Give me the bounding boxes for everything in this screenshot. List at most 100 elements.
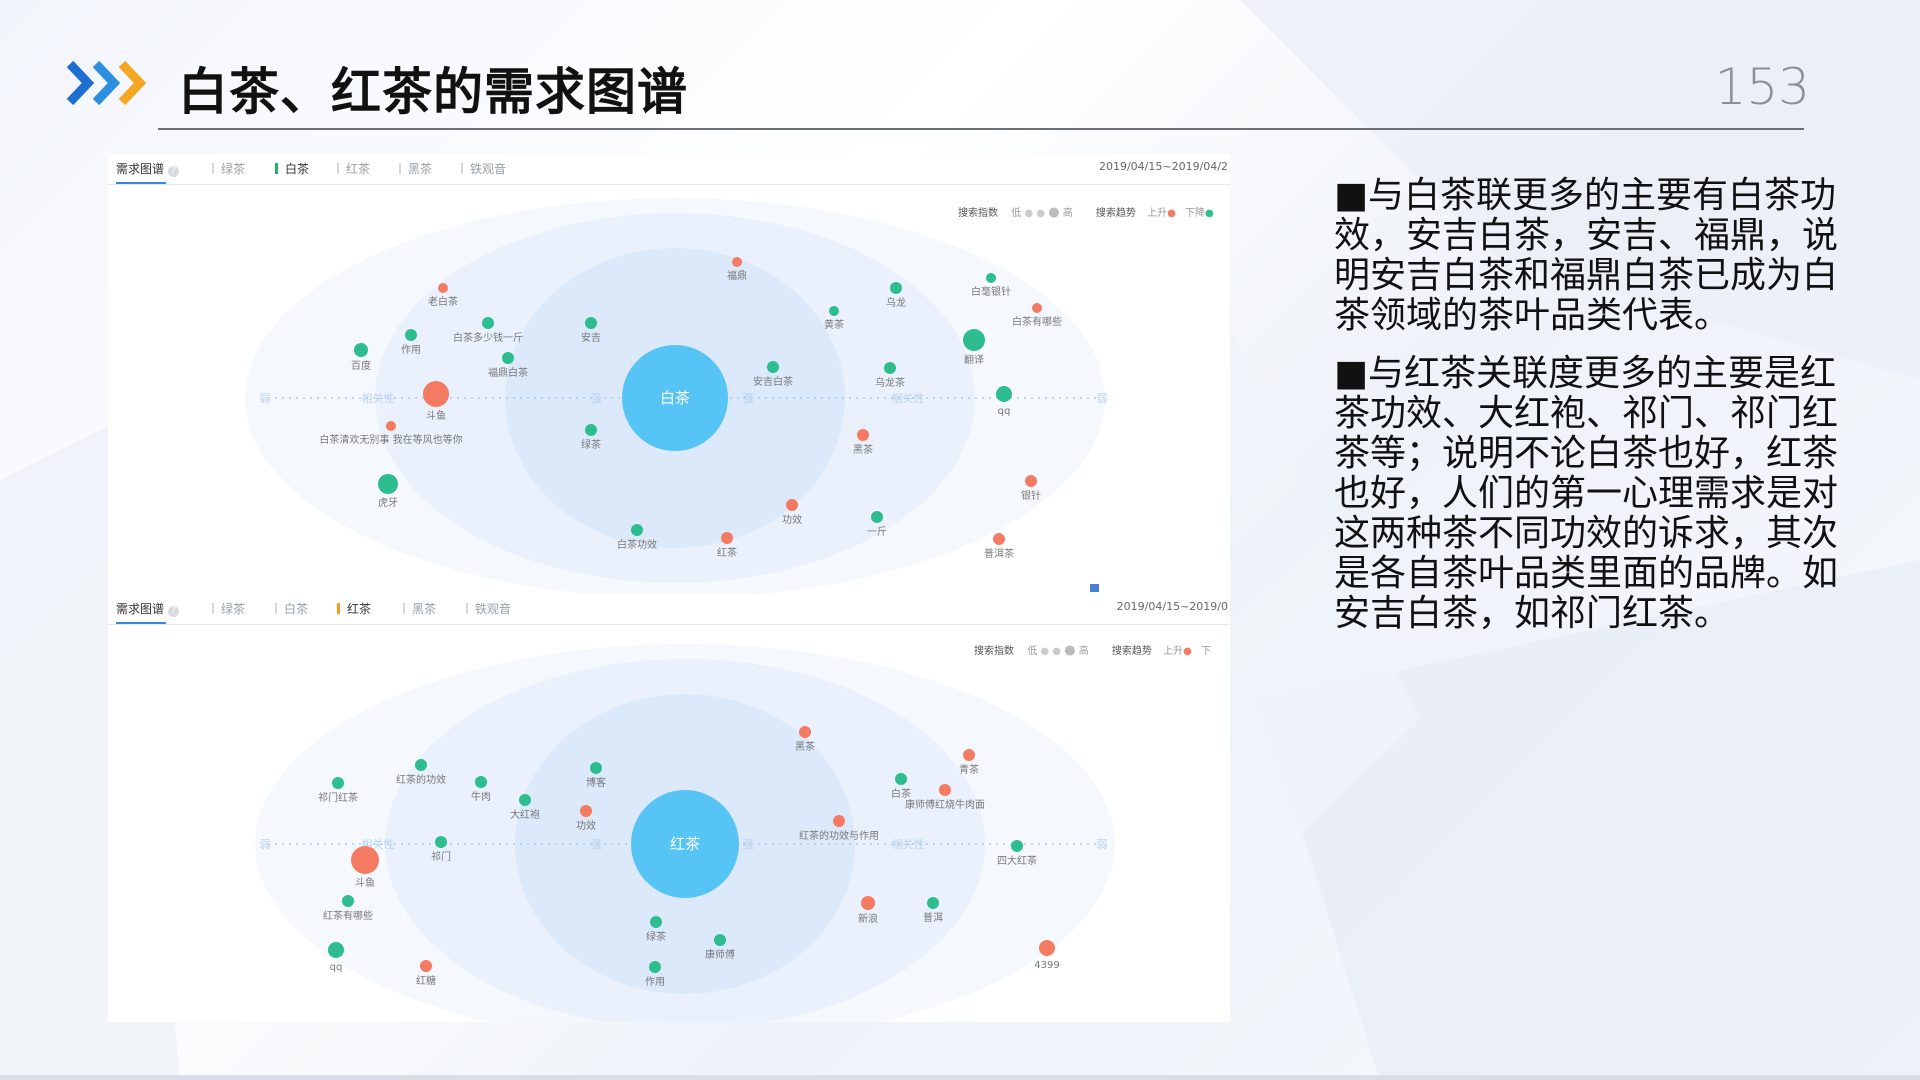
graph-node[interactable]: 红茶有哪些 <box>323 895 373 922</box>
node-dot[interactable] <box>354 343 368 357</box>
graph-node[interactable]: 康师傅 <box>705 934 735 961</box>
graph-node[interactable]: 功效 <box>576 805 596 832</box>
graph-node[interactable]: 功效 <box>782 499 802 526</box>
graph-node[interactable]: 绿茶 <box>581 424 601 451</box>
node-dot[interactable] <box>1025 475 1037 487</box>
graph-node[interactable]: 白茶 <box>891 773 911 800</box>
node-dot[interactable] <box>833 815 845 827</box>
node-dot[interactable] <box>939 784 951 796</box>
node-dot[interactable] <box>378 474 398 494</box>
tab-green-tea[interactable]: 绿茶 <box>212 600 245 617</box>
graph-node[interactable]: 红糖 <box>416 960 436 987</box>
graph-node[interactable]: 一斤 <box>867 511 887 538</box>
graph-node[interactable]: 黑茶 <box>853 429 873 456</box>
graph-node[interactable]: 作用 <box>645 961 665 988</box>
node-dot[interactable] <box>993 533 1005 545</box>
help-icon[interactable]: ? <box>168 166 180 177</box>
graph-node[interactable]: 红茶的功效 <box>396 759 446 786</box>
help-icon[interactable]: ? <box>168 606 180 617</box>
center-node[interactable]: 红茶 <box>631 790 739 898</box>
graph-node[interactable]: 福鼎 <box>727 257 747 282</box>
graph-node[interactable]: 红茶 <box>717 532 737 559</box>
node-dot[interactable] <box>963 329 985 351</box>
tab-white-tea[interactable]: 白茶 <box>275 600 308 617</box>
graph-node[interactable]: qq <box>996 386 1012 417</box>
graph-node[interactable]: 绿茶 <box>646 916 666 943</box>
node-dot[interactable] <box>519 794 531 806</box>
graph-node[interactable]: 百度 <box>351 343 371 372</box>
node-dot[interactable] <box>721 532 733 544</box>
graph-node[interactable]: 翻译 <box>963 329 985 366</box>
tab-demand-graph[interactable]: 需求图谱? <box>116 600 180 617</box>
graph-node[interactable]: 乌龙茶 <box>875 362 905 389</box>
node-dot[interactable] <box>332 777 344 789</box>
node-dot[interactable] <box>502 352 514 364</box>
graph-node[interactable]: 新浪 <box>858 896 878 925</box>
node-dot[interactable] <box>435 836 447 848</box>
graph-node[interactable]: 安吉 <box>581 317 601 344</box>
node-dot[interactable] <box>649 961 661 973</box>
graph-node[interactable]: 白茶清欢无别事 我在等风也等你 <box>319 421 463 446</box>
node-dot[interactable] <box>857 429 869 441</box>
date-range[interactable]: 2019/04/15~2019/04/2 <box>1098 160 1228 173</box>
graph-node[interactable]: 牛肉 <box>471 776 491 803</box>
node-dot[interactable] <box>996 386 1012 402</box>
node-dot[interactable] <box>342 895 354 907</box>
graph-node[interactable]: 博客 <box>586 762 606 789</box>
node-dot[interactable] <box>590 762 602 774</box>
node-dot[interactable] <box>585 317 597 329</box>
graph-node[interactable]: 白毫银针 <box>971 273 1011 298</box>
node-dot[interactable] <box>963 749 975 761</box>
node-dot[interactable] <box>884 362 896 374</box>
graph-node[interactable]: 大红袍 <box>510 794 540 821</box>
node-dot[interactable] <box>732 257 742 267</box>
graph-node[interactable]: 斗鱼 <box>351 846 379 889</box>
node-dot[interactable] <box>585 424 597 436</box>
node-dot[interactable] <box>423 381 449 407</box>
graph-node[interactable]: 白茶多少钱一斤 <box>453 317 523 344</box>
graph-node[interactable]: 红茶的功效与作用 <box>799 815 879 842</box>
graph-node[interactable]: 祁门 <box>431 836 451 863</box>
node-dot[interactable] <box>328 942 344 958</box>
graph-node[interactable]: 四大红茶 <box>997 840 1037 867</box>
node-dot[interactable] <box>482 317 494 329</box>
tab-black-tea[interactable]: 红茶 <box>337 160 370 177</box>
node-dot[interactable] <box>420 960 432 972</box>
node-dot[interactable] <box>986 273 996 283</box>
graph-node[interactable]: 普洱茶 <box>984 533 1014 560</box>
node-dot[interactable] <box>650 916 662 928</box>
tab-demand-graph[interactable]: 需求图谱? <box>116 160 180 177</box>
node-dot[interactable] <box>386 421 396 431</box>
tab-dark-tea[interactable]: 黑茶 <box>399 160 432 177</box>
graph-node[interactable]: 普洱 <box>923 897 943 924</box>
date-range[interactable]: 2019/04/15~2019/0 <box>1116 600 1228 613</box>
node-dot[interactable] <box>1039 940 1055 956</box>
node-dot[interactable] <box>786 499 798 511</box>
node-dot[interactable] <box>580 805 592 817</box>
node-dot[interactable] <box>714 934 726 946</box>
graph-node[interactable]: 白茶有哪些 <box>1012 303 1062 328</box>
tab-green-tea[interactable]: 绿茶 <box>212 160 245 177</box>
node-dot[interactable] <box>1032 303 1042 313</box>
tab-dark-tea[interactable]: 黑茶 <box>403 600 436 617</box>
graph-node[interactable]: 老白茶 <box>428 283 458 308</box>
center-node[interactable]: 白茶 <box>622 345 728 451</box>
node-dot[interactable] <box>767 361 779 373</box>
scroll-indicator[interactable] <box>1090 584 1099 592</box>
tab-tieguanyin[interactable]: 铁观音 <box>461 160 506 177</box>
graph-node[interactable]: 黑茶 <box>795 726 815 753</box>
graph-node[interactable]: 作用 <box>401 329 421 356</box>
node-dot[interactable] <box>829 306 839 316</box>
graph-node[interactable]: 虎牙 <box>378 474 398 509</box>
node-dot[interactable] <box>438 283 448 293</box>
graph-node[interactable]: 4399 <box>1034 940 1060 971</box>
node-dot[interactable] <box>895 773 907 785</box>
graph-node[interactable]: 安吉白茶 <box>753 361 793 388</box>
graph-node[interactable]: 银针 <box>1021 475 1041 502</box>
tab-black-tea[interactable]: 红茶 <box>337 600 371 617</box>
node-dot[interactable] <box>475 776 487 788</box>
graph-node[interactable]: 黄茶 <box>824 306 844 331</box>
node-dot[interactable] <box>1011 840 1023 852</box>
node-dot[interactable] <box>871 511 883 523</box>
node-dot[interactable] <box>415 759 427 771</box>
